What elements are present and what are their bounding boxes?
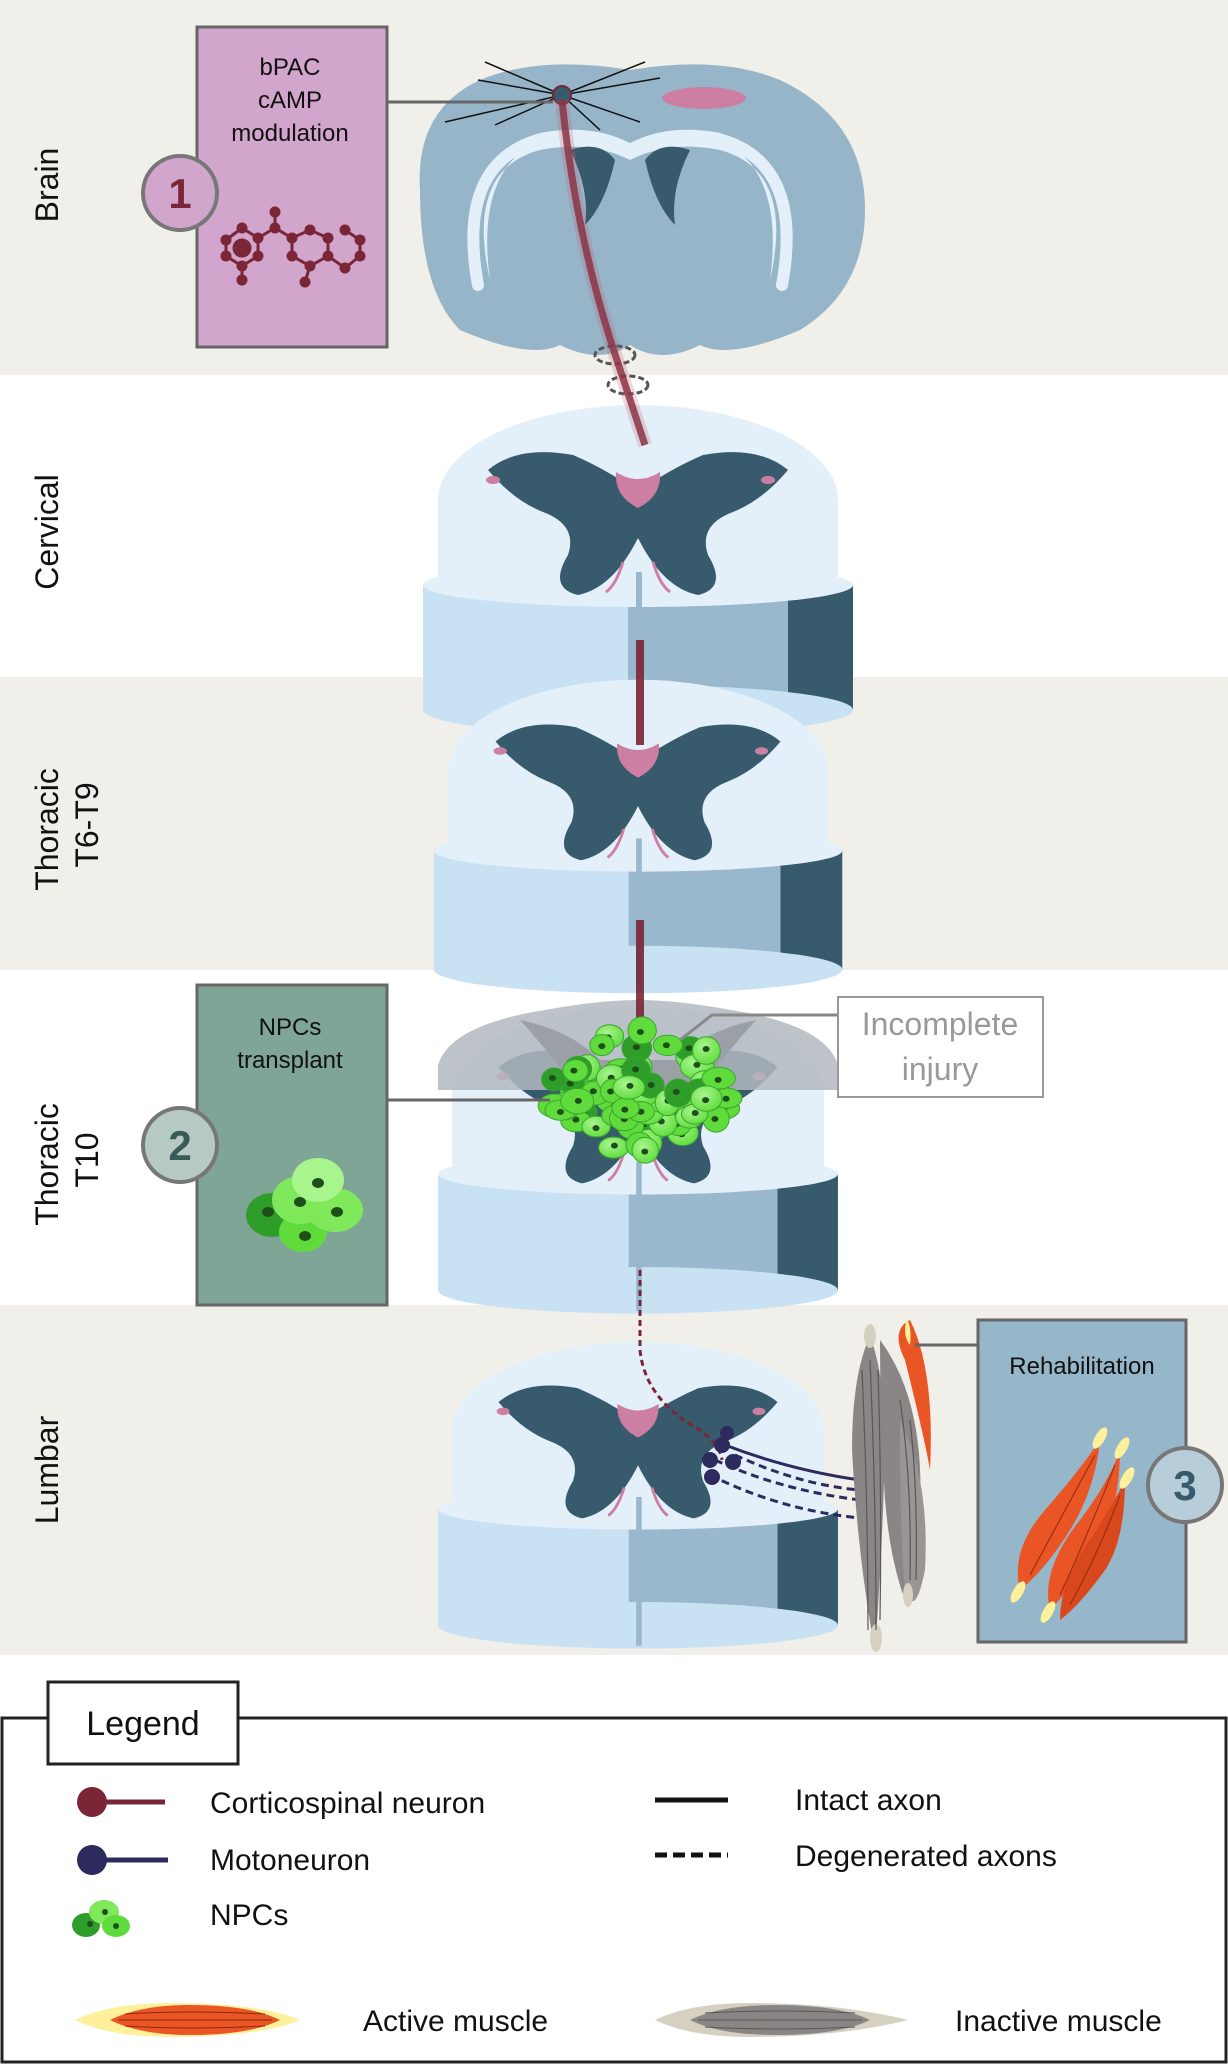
rehab-box-line1: Rehabilitation [1009,1353,1154,1380]
legend-npcs-icon [72,1900,130,1937]
lumbar-muscle-group [852,1318,931,1652]
camp-box-line3: modulation [231,120,348,147]
step-3-number: 3 [1173,1462,1196,1509]
legend-corticospinal-label: Corticospinal neuron [210,1787,485,1820]
npc-transplant-box [195,983,389,1307]
injury-label-box [837,996,1044,1098]
step-3-circle [1146,1446,1224,1524]
npc-cell-nucleus [574,1097,582,1104]
npc-cell-nucleus [711,1116,719,1122]
legend-inactive-muscle-icon [655,2003,908,2037]
step-1-circle [141,154,219,232]
section-label-thoracic-t10: Thoracic T10 [29,1094,105,1226]
npc-cell-nucleus [641,1148,649,1155]
npc-cell-nucleus [702,1046,710,1052]
npc-cell-nucleus [607,1088,615,1095]
npc-cell-nucleus [566,1080,574,1087]
legend-motoneuron-label: Motoneuron [210,1844,370,1877]
npc-cell-nucleus [570,1067,578,1074]
npc-box-icon [246,1158,363,1252]
section-label-cervical: Cervical [29,474,65,590]
camp-box-line1: bPAC [260,54,321,81]
light-stimulation-rays [444,61,661,131]
section-label-thoracic-t6: Thoracic T6-T9 [29,759,105,891]
step-2-circle [141,1106,219,1184]
npc-cell-nucleus [647,1082,655,1088]
legend-active-muscle-label: Active muscle [363,2005,548,2038]
legend-active-muscle-icon [75,2003,300,2037]
npc-cell-nucleus [662,1042,670,1049]
npc-cell-nucleus [592,1125,600,1132]
section-label-thoracic-t10-line1: Thoracic [29,1103,65,1226]
injury-label-connector [679,1013,838,1042]
npc-cell-nucleus [632,1066,640,1073]
npc-cell-nucleus [702,1097,710,1104]
npc-cluster [537,1016,743,1164]
npc-cell-nucleus [589,1088,597,1095]
npc-cell-nucleus [672,1088,680,1095]
section-label-brain: Brain [29,148,65,223]
step-2-number: 2 [168,1122,191,1169]
npc-cell-nucleus [691,1110,699,1116]
legend-title: Legend [86,1705,199,1743]
section-label-thoracic-t6-line2: T6-T9 [69,782,105,867]
lumbar-cord-section [436,1340,840,1650]
legend-degenerated-axons-label: Degenerated axons [795,1840,1057,1873]
legend-motoneuron-icon [77,1845,168,1875]
npc-cell-nucleus [572,1116,580,1123]
legend-npcs-label: NPCs [210,1899,288,1932]
npc-cell-nucleus [722,1095,730,1102]
injury-label-line1: Incomplete [862,1006,1019,1042]
camp-modulation-box [195,25,389,349]
section-label-thoracic-t6-line1: Thoracic [29,768,65,891]
npc-cell-nucleus [610,1142,618,1149]
corticospinal-axon-upper [558,99,649,447]
camp-box-line2: cAMP [258,87,322,114]
npc-cell-nucleus [693,1061,701,1068]
npc-cell-nucleus [626,1082,634,1089]
corticospinal-axon-upper-glow [555,99,652,448]
npc-box-line2: transplant [237,1047,343,1074]
section-label-lumbar: Lumbar [29,1415,65,1524]
legend-title-box [46,1680,240,1766]
legend-corticospinal-icon [77,1787,165,1817]
npc-cell-nucleus [621,1106,629,1113]
brain-coronal-section [419,64,865,355]
npc-cell-nucleus [549,1075,556,1081]
lumbar-motoneurons [702,1426,741,1485]
npc-cell-nucleus [598,1043,606,1050]
npc-cell-nucleus [632,1044,640,1051]
legend-intact-axon-label: Intact axon [795,1784,942,1817]
npc-cell-nucleus [636,1029,644,1035]
legend-inactive-muscle-label: Inactive muscle [955,2005,1162,2038]
rehab-muscle-icon [1010,1427,1135,1623]
npc-box-line1: NPCs [259,1014,322,1041]
camp-molecule-icon [220,206,366,288]
section-label-thoracic-t10-line2: T10 [69,1132,105,1187]
npc-cell-nucleus [714,1076,722,1083]
npc-cell-nucleus [557,1109,564,1115]
step-1-number: 1 [168,170,191,217]
npc-cell-nucleus [685,1045,693,1052]
brain-pink-region [662,87,746,109]
injury-label-line2: injury [902,1051,978,1087]
